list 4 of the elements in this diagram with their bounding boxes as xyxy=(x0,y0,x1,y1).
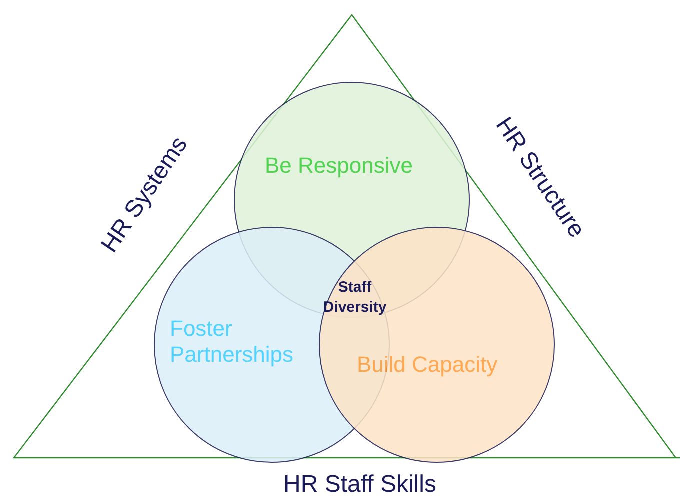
circle-label: Be Responsive xyxy=(265,153,413,179)
side-label: HR Staff Skills xyxy=(284,471,436,498)
circle-label: Build Capacity xyxy=(357,352,498,378)
circle-label: Foster Partnerships xyxy=(170,316,295,368)
